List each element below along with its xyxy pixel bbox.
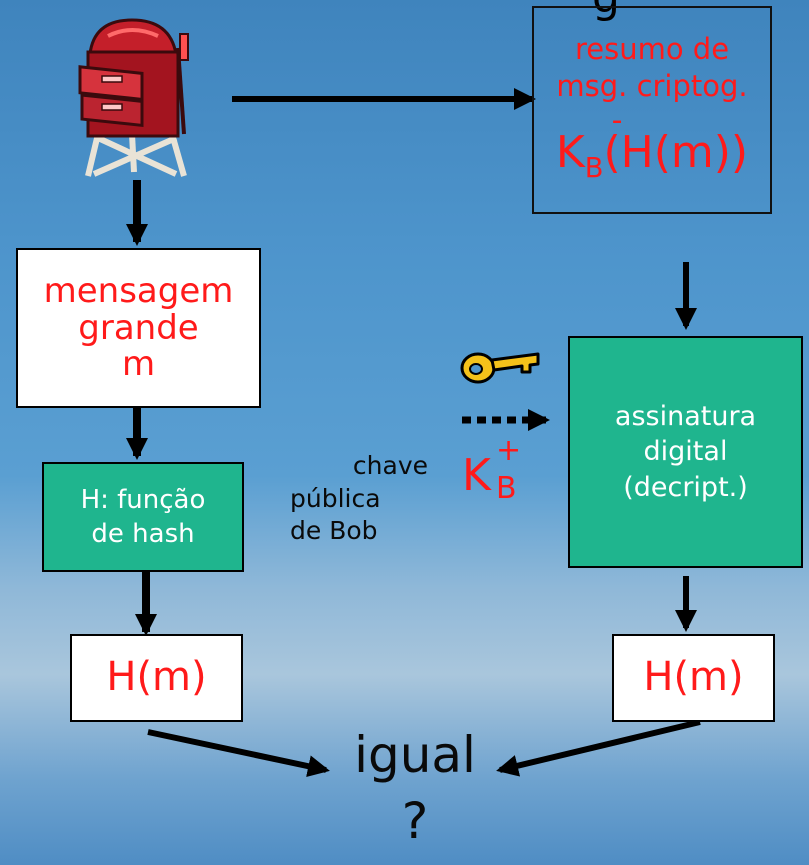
arrow-hm-left-to-equal [147,729,330,777]
digest-k: K [555,126,585,178]
hash-result-left-text: H(m) [106,654,207,701]
hash-function-box: H: função de hash [42,462,244,572]
public-key-plus: + [496,433,522,468]
public-key-symbol: K + B [462,436,521,504]
signature-line-3: (decript.) [623,471,748,503]
hash-result-right: H(m) [612,634,775,722]
digest-line-1: resumo de [574,32,730,66]
hash-line-2: de hash [91,519,195,549]
encrypted-digest-box: resumo de msg. criptog. - KB(H(m)) [532,6,772,214]
message-box: mensagem grande m [16,248,261,408]
digest-k-sub: B [584,152,604,184]
public-key-line-1: chave [352,451,428,480]
public-key-line-2: pública [290,483,381,513]
equal-line-2: ? [401,792,429,850]
equal-question-label: igual ? [320,722,510,854]
public-key-label: chave pública de Bob [286,450,436,548]
public-key-k: K [462,450,491,501]
hash-line-1: H: função [80,484,206,515]
digital-signature-box: assinatura digital (decript.) [568,336,803,568]
key-icon [460,352,540,384]
signature-line-1: assinatura [614,401,757,433]
public-key-sub: B [496,471,517,506]
equal-line-1: igual [354,726,476,784]
digest-formula: KB(H(m)) [556,130,748,184]
hash-result-left: H(m) [70,634,243,722]
message-line-3: m [121,344,156,385]
public-key-line-3: de Bob [290,516,378,545]
hash-result-right-text: H(m) [643,654,744,701]
digest-line-2: msg. criptog. [556,69,748,104]
digest-minus: - [611,102,623,138]
signature-line-2: digital [643,436,728,468]
mailbox-icon [78,18,189,177]
message-line-2: grande [78,307,199,348]
arrow-hm-right-to-equal [496,719,701,777]
top-partial-text: g [592,0,620,23]
digest-hm: (H(m)) [603,126,749,178]
message-line-1: mensagem [43,270,234,311]
